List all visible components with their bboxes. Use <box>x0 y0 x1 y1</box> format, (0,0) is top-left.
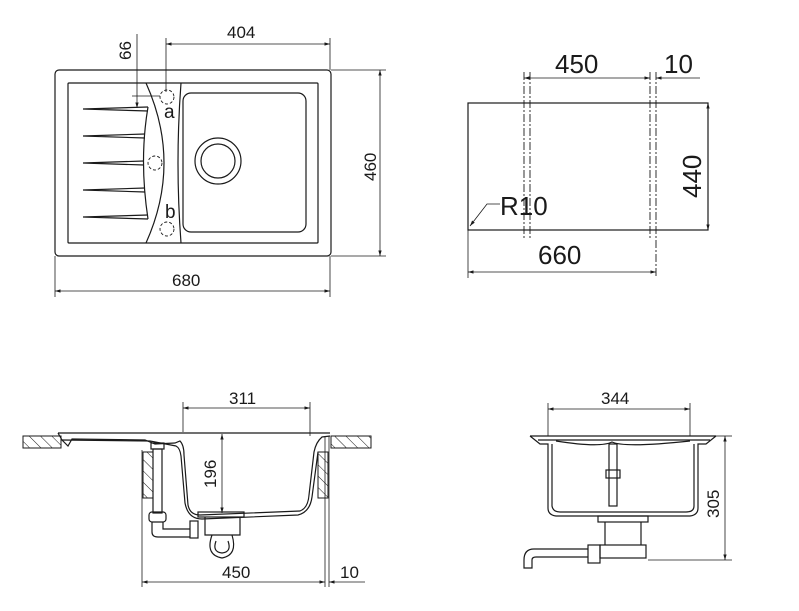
drain-trap-front <box>523 515 649 569</box>
overflow-pipe <box>148 442 199 539</box>
countertop-right <box>330 435 372 449</box>
drain-trap <box>197 511 245 559</box>
top-view: a b 404 66 460 680 <box>54 23 386 297</box>
dim-660: 660 <box>538 240 581 270</box>
dim-344: 344 <box>601 389 629 408</box>
drainer-ribs <box>82 106 149 220</box>
dim-196: 196 <box>201 460 220 488</box>
dim-440: 440 <box>677 155 707 198</box>
dim-460: 460 <box>361 153 380 181</box>
sink-outline <box>54 69 332 257</box>
tap-hole-b-icon <box>159 221 175 237</box>
dim-404: 404 <box>227 23 255 42</box>
cutout-view: 450 10 440 R10 660 <box>467 49 710 278</box>
drain-icon <box>194 137 242 185</box>
label-b: b <box>165 202 176 223</box>
tap-hole-a-icon <box>159 89 175 105</box>
dim-680: 680 <box>172 271 200 290</box>
overflow-pipe-front <box>605 443 621 507</box>
radius-leader <box>469 203 500 227</box>
countertop-left <box>22 435 62 449</box>
bowl-ridge <box>177 82 182 244</box>
dim-311: 311 <box>229 389 256 408</box>
dim-450: 450 <box>555 49 598 79</box>
dim-450-cabinet: 450 <box>222 563 250 582</box>
tap-hole-center-icon <box>147 155 163 171</box>
drainer-curve <box>145 82 165 244</box>
front-section: 344 305 <box>523 389 732 569</box>
cabinet-right <box>317 451 329 499</box>
bowl-outline <box>182 92 307 233</box>
sink-inner-frame <box>67 82 319 244</box>
label-a: a <box>164 102 175 123</box>
dim-10-gap: 10 <box>340 563 359 582</box>
radius-label: R10 <box>500 191 548 221</box>
cabinet-left <box>142 451 154 499</box>
side-section: 311 196 450 10 <box>22 389 372 587</box>
sink-profile <box>57 432 331 516</box>
dim-10: 10 <box>664 49 693 79</box>
dim-305: 305 <box>704 490 723 518</box>
dim-66: 66 <box>116 41 135 60</box>
sink-front-profile <box>529 435 717 517</box>
